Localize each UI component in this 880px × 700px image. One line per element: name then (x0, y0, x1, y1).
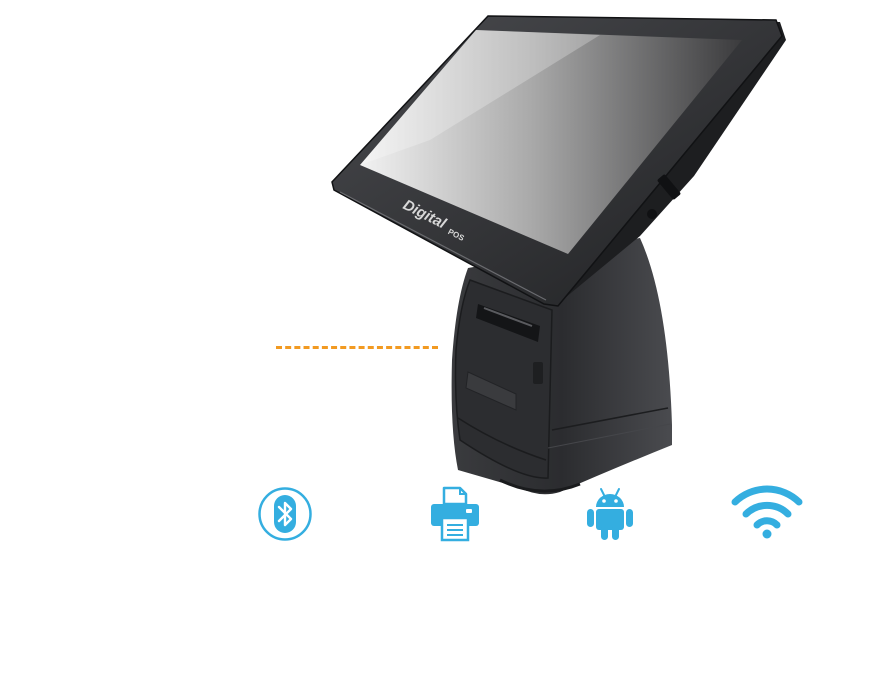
bluetooth-icon (257, 486, 313, 542)
callout-line (276, 346, 438, 349)
android-icon (585, 486, 635, 542)
wifi-icon (731, 484, 803, 540)
touch-display: Digital POS (331, 15, 786, 307)
printer-base (451, 238, 672, 495)
printer-icon (428, 486, 482, 542)
